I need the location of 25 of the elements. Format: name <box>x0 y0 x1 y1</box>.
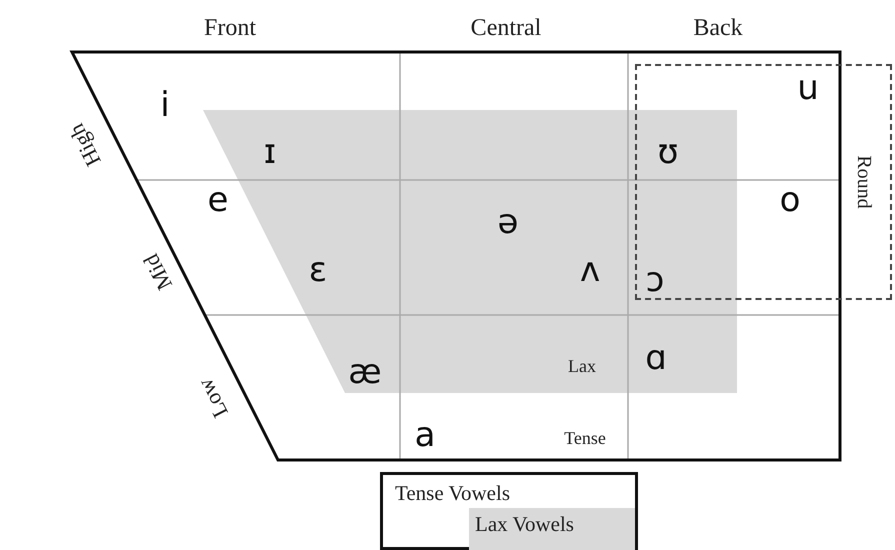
vowel-symbol: ɔ <box>646 263 664 297</box>
vowel-symbol: ə <box>498 205 518 239</box>
axis-label: Front <box>204 16 256 40</box>
vowel-symbol: æ <box>348 355 382 389</box>
vowel-symbol: i <box>160 88 170 122</box>
vowel-symbol: e <box>208 183 228 217</box>
legend-label: Tense Vowels <box>395 483 510 504</box>
vowel-symbol: ɛ <box>308 253 328 287</box>
category-label: Tense <box>564 429 606 447</box>
legend-label: Lax Vowels <box>475 514 574 535</box>
axis-label: Central <box>470 16 542 40</box>
vowel-symbol: a <box>414 418 436 452</box>
axis-label: Back <box>693 16 743 40</box>
dashed-region <box>635 64 892 300</box>
axis-label: High <box>65 120 105 170</box>
category-label: Lax <box>568 357 596 375</box>
axis-label: Low <box>194 375 232 421</box>
region-label: Round <box>854 154 874 208</box>
vowel-symbol: u <box>797 71 819 105</box>
vowel-symbol: ʊ <box>658 135 678 169</box>
vowel-symbol: o <box>780 183 800 217</box>
vowel-symbol: ɪ <box>264 135 276 169</box>
vowel-symbol: ʌ <box>580 253 600 287</box>
axis-label: Mid <box>140 250 176 294</box>
vowel-symbol: ɑ <box>645 341 667 375</box>
